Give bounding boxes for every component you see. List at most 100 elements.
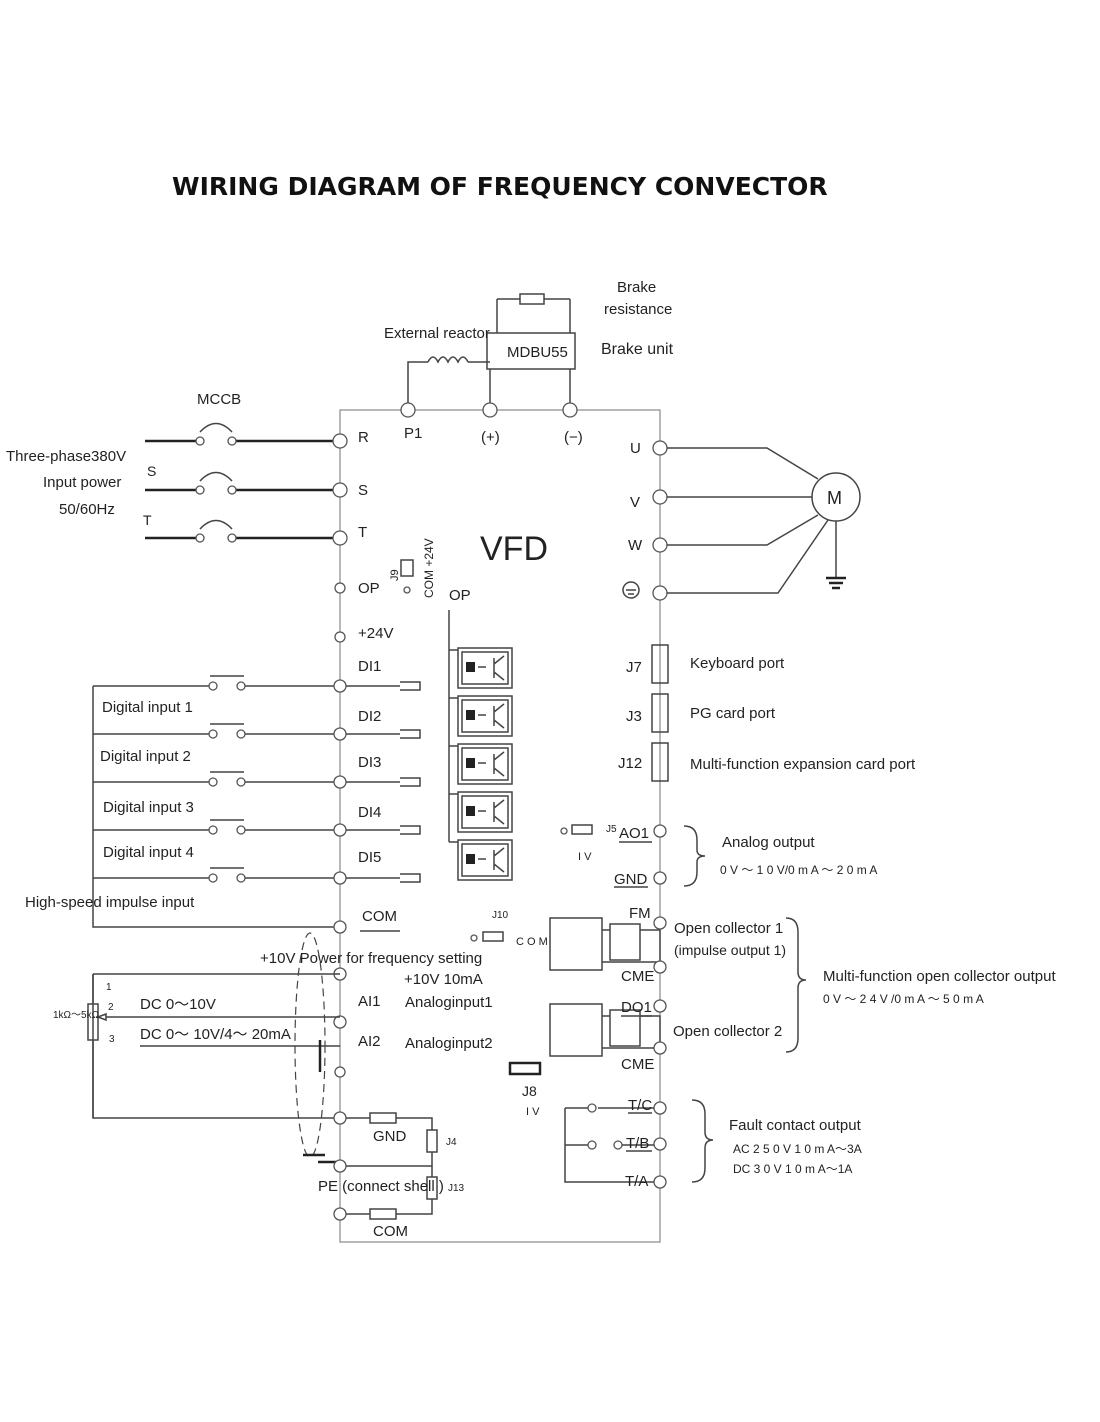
shielded-cable	[294, 932, 326, 1158]
ground-terminals: J8 I V J4 GND J13 PE (connect shell ) CO…	[318, 1061, 542, 1240]
j5-jumper	[571, 824, 593, 835]
u-label: U	[630, 440, 641, 457]
j9-jumper: J9 COM +24V	[389, 538, 436, 598]
com-bottom-label: COM	[373, 1223, 408, 1240]
analog-input-2-label: Analoginput2	[405, 1035, 493, 1052]
fault-contact-output: T/C T/B T/A Fault contact output AC 2 5 …	[564, 1097, 862, 1190]
terminal-plus	[482, 402, 498, 418]
digital-input-4: Digital input 4	[103, 844, 194, 861]
j9-label: J9	[389, 569, 401, 581]
power-input-line2: Input power	[43, 474, 121, 491]
di2-label: DI2	[358, 708, 381, 725]
ao1-label: AO1	[619, 825, 649, 842]
j4-label: J4	[446, 1137, 457, 1148]
t-input-label: T	[143, 512, 152, 528]
terminal-v	[652, 489, 668, 505]
power-input-line3: 50/60Hz	[59, 501, 115, 518]
motor-ground-icon	[826, 576, 846, 590]
vfd-label: VFD	[480, 530, 548, 568]
open-collector-1: Open collector 1	[674, 920, 783, 937]
optocoupler-di5	[346, 839, 513, 883]
j10-jumper	[482, 931, 504, 942]
motor: M	[667, 447, 861, 594]
brake-model: MDBU55	[507, 344, 568, 361]
pot-pin-3: 3	[109, 1034, 115, 1045]
motor-label: M	[827, 488, 842, 508]
page-title: WIRING DIAGRAM OF FREQUENCY CONVECTOR	[172, 172, 828, 201]
j10-com-label: C O M	[516, 936, 548, 948]
j12-port	[651, 742, 669, 782]
open-collector-2: Open collector 2	[673, 1023, 782, 1040]
j10-label: J10	[492, 910, 509, 921]
open-collector-brace	[785, 917, 807, 1053]
mccb-label: MCCB	[197, 391, 241, 408]
fm-label: FM	[629, 905, 651, 922]
optocoupler-di2	[346, 695, 513, 739]
brake-resistance-label-1: Brake	[617, 279, 656, 296]
digital-inputs: Digital input 1 Digital input 2 Digital …	[25, 675, 340, 928]
terminal-r	[332, 433, 348, 449]
cme1-label: CME	[621, 968, 654, 985]
external-reactor: External reactor	[384, 325, 490, 410]
fault-dc-rating: DC 3 0 V 1 0 m A～1A	[733, 1162, 852, 1176]
di3-label: DI3	[358, 754, 381, 771]
digital-input-3: Digital input 3	[103, 799, 194, 816]
op-label: OP	[358, 580, 380, 597]
j4-jumper	[426, 1129, 438, 1153]
fault-brace	[691, 1099, 714, 1183]
di4-label: DI4	[358, 804, 381, 821]
terminal-pe	[652, 585, 668, 601]
j8-iv-label: I V	[526, 1106, 540, 1118]
brake-circuit: MDBU55 Brake resistance Brake unit	[486, 279, 674, 410]
com-label: COM	[362, 908, 397, 925]
terminal-minus	[562, 402, 578, 418]
optocoupler-di1	[346, 647, 513, 691]
w-label: W	[628, 537, 643, 554]
com-24v-label: COM +24V	[422, 538, 436, 598]
j3-label: J3	[626, 708, 642, 725]
dc-0-10v-label: DC 0～10V	[140, 996, 216, 1013]
tb-label: T/B	[626, 1135, 649, 1152]
pe-label: PE (connect shell )	[318, 1178, 444, 1195]
plus-label: (+)	[481, 429, 500, 446]
minus-label: (−)	[564, 429, 583, 446]
dc-0-20ma-label: DC 0～ 10V/4～ 20mA	[140, 1026, 291, 1043]
do1-label: DO1	[621, 999, 652, 1016]
10v-label: +10V 10mA	[404, 971, 483, 988]
ground-icon	[622, 581, 640, 599]
j3-port	[651, 693, 669, 733]
analog-output-brace	[683, 825, 706, 887]
t-label: T	[358, 524, 367, 541]
high-speed-input: High-speed impulse input	[25, 894, 195, 911]
j5-iv-label: I V	[578, 851, 592, 863]
analog-output-range: 0 V ～ 1 0 V/0 m A ～ 2 0 m A	[720, 863, 877, 877]
p1-label: P1	[404, 425, 422, 442]
tc-label: T/C	[628, 1097, 652, 1114]
digital-input-2: Digital input 2	[100, 748, 191, 765]
j8-label: J8	[522, 1083, 537, 1099]
inductor-coil	[427, 356, 469, 364]
multi-function-oc-range: 0 V ～ 2 4 V /0 m A ～ 5 0 m A	[823, 992, 984, 1006]
open-collector-output: J10 C O M FM CME DO1 CME Open collector …	[470, 905, 1056, 1073]
optocoupler-di3	[346, 743, 513, 787]
j7-label: J7	[626, 659, 642, 676]
gnd-ao-label: GND	[614, 871, 648, 888]
brake-unit-label: Brake unit	[601, 341, 674, 358]
pot-pin-1: 1	[106, 982, 112, 993]
brake-resistance-label-2: resistance	[604, 301, 672, 318]
power-input-line1: Three-phase380V	[6, 448, 126, 465]
j12-label: J12	[618, 755, 642, 772]
j5-label: J5	[606, 824, 617, 835]
fault-contact-label: Fault contact output	[729, 1117, 862, 1134]
j13-label: J13	[448, 1183, 465, 1194]
brake-unit-box	[486, 332, 576, 370]
optocoupler-di4	[346, 791, 513, 835]
optocoupler-array	[346, 647, 513, 883]
analog-output-label: Analog output	[722, 834, 815, 851]
ports: J7 J3 J12 Keyboard port PG card port Mul…	[618, 644, 916, 782]
r-label: R	[358, 429, 369, 446]
pot-pin-2: 2	[108, 1002, 114, 1013]
cme2-label: CME	[621, 1056, 654, 1073]
ai2-label: AI2	[358, 1033, 381, 1050]
